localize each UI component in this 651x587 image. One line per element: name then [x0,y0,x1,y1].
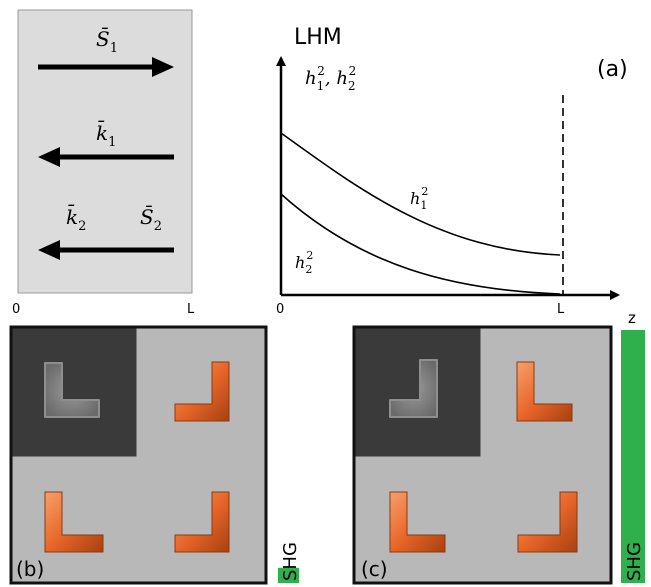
panel-b-antenna-top-right [174,361,230,422]
panel-b: (b) [9,325,268,585]
x-axis-label: z [628,309,636,327]
k2-arrow-head [38,240,60,260]
panel-c-label: (c) [361,557,388,581]
lhm-plot: LHM (a) h12, h22 h12 h22 0 L z [276,25,636,327]
k1-arrow-head [38,147,60,167]
panel-b-sem-l-particle [44,362,100,418]
panel-c-shg-label: SHG [624,542,645,581]
panel-b-label: (b) [16,557,44,581]
panel-c-antenna-bottom-left [389,491,446,553]
h2-squared-curve [280,193,561,295]
panel-b-sem-image [12,328,137,457]
panel-c: (c) [352,325,613,585]
plot-x-start: 0 [276,302,284,317]
panel-c-antenna-bottom-right [517,491,578,553]
box-axis-end: L [187,302,195,317]
s1-label: S̄1 [96,26,118,56]
y-axis-label: h12, h22 [305,64,356,93]
panel-b-antenna-bottom-right [174,491,230,553]
panel-b-shg-bar [278,567,299,583]
plot-title: LHM [294,25,342,50]
wave-vector-box: S̄1 k̄1 k̄2 S̄2 [17,9,193,294]
s2-label: S̄2 [140,204,162,234]
panel-c-sem-l-particle [389,359,438,418]
plot-x-end: L [557,302,565,317]
panel-c-shg-bar [621,330,645,583]
panel-c-sem-image [355,328,481,457]
h1-squared-curve [280,132,561,256]
h1-curve-label: h12 [410,185,428,212]
panel-c-antenna-top-right [516,361,573,422]
s1-arrow-head [152,57,174,77]
k1-label: k̄1 [96,120,116,150]
panel-b-shg-label: SHG [280,542,301,581]
k2-label: k̄2 [66,204,86,234]
box-axis-start: 0 [12,302,20,317]
panel-a-label: (a) [597,57,628,82]
panel-b-antenna-bottom-left [44,491,104,553]
h2-curve-label: h22 [295,249,313,276]
wave-vector-background [17,9,193,294]
